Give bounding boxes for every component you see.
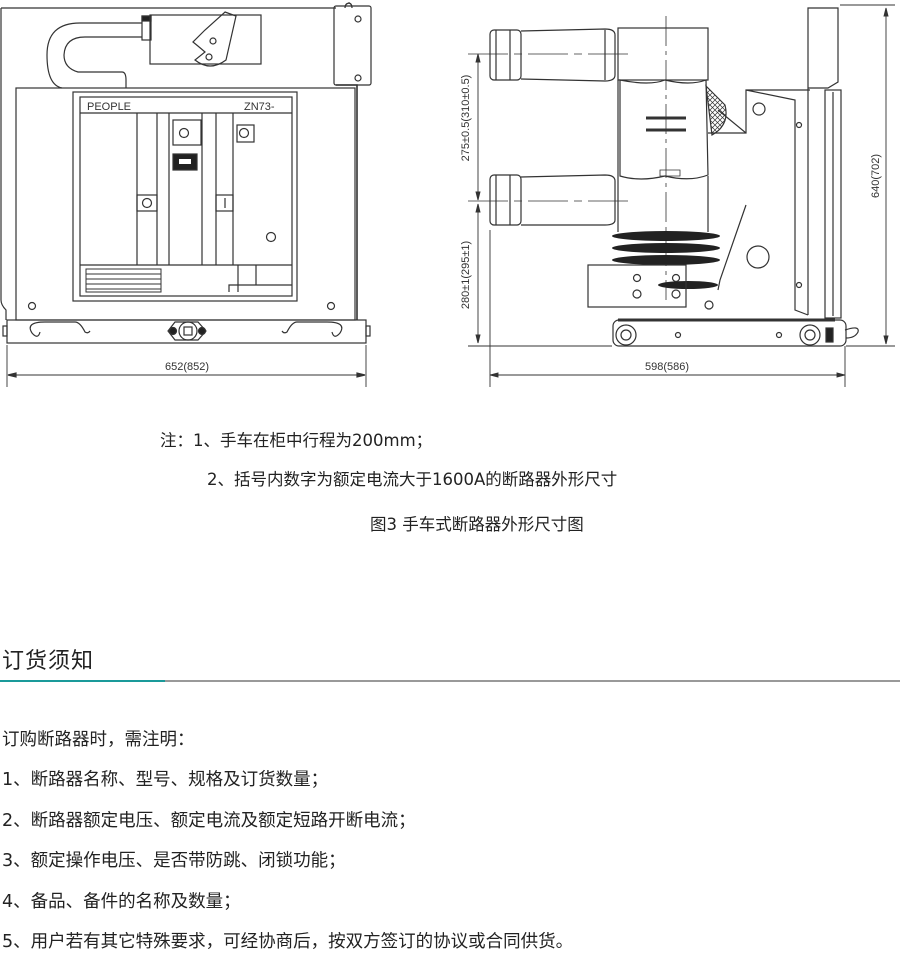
brand-label: PEOPLE: [87, 101, 131, 113]
list-item: 3、额定操作电压、是否带防跳、闭锁功能；: [2, 851, 346, 871]
list-item: 1、断路器名称、型号、规格及订货数量；: [2, 770, 329, 790]
ordering-intro: 订购断路器时，需注明：: [2, 730, 195, 750]
side-view-drawing: 275±0.5(310±0.5) 280±1(295±1) 640(702) 5…: [460, 4, 895, 387]
list-item: 4、备品、备件的名称及数量；: [2, 892, 241, 912]
note-2: 2、括号内数字为额定电流大于1600A的断路器外形尺寸: [207, 470, 618, 489]
lower-height-dimension: 280±1(295±1): [460, 241, 472, 309]
section-heading: 订货须知: [2, 649, 95, 674]
front-view-drawing: PEOPLE ZN73- 652(852): [0, 2, 372, 387]
total-height-dimension: 640(702): [870, 154, 882, 198]
note-1: 注：1、手车在柜中行程为200mm；: [160, 431, 433, 450]
heading-accent-rule: [0, 680, 165, 682]
width-dimension: 652(852): [165, 361, 209, 373]
heading-divider: [165, 680, 900, 682]
list-item: 2、断路器额定电压、额定电流及额定短路开断电流；: [2, 811, 416, 831]
pole-spacing-dimension: 275±0.5(310±0.5): [460, 75, 472, 162]
model-label: ZN73-: [244, 101, 275, 113]
figure-caption: 图3 手车式断路器外形尺寸图: [370, 515, 584, 534]
list-item: 5、用户若有其它特殊要求，可经协商后，按双方签订的协议或合同供货。: [2, 932, 574, 952]
depth-dimension: 598(586): [645, 361, 689, 373]
